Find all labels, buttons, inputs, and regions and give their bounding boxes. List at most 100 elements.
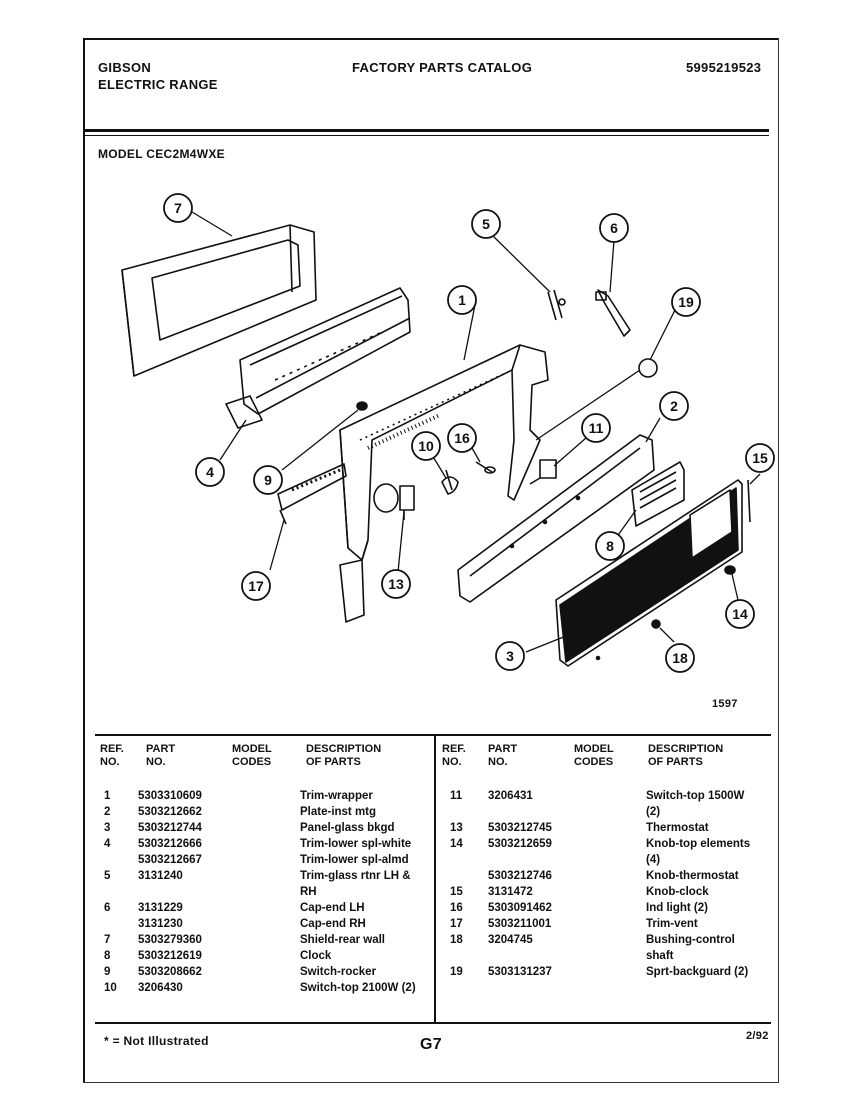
row-part-no: 5303212746 bbox=[488, 870, 552, 882]
row-ref-no: 14 bbox=[450, 838, 463, 850]
row-description: Trim-wrapper bbox=[300, 790, 373, 802]
part-10-switch-top bbox=[441, 469, 459, 495]
row-description: Switch-top 2100W (2) bbox=[300, 982, 416, 994]
row-part-no: 5303212667 bbox=[138, 854, 202, 866]
callout-18: 18 bbox=[672, 650, 688, 666]
row-ref-no: 15 bbox=[450, 886, 463, 898]
part-15-knob-clock bbox=[747, 479, 751, 523]
row-part-no: 3131472 bbox=[488, 886, 533, 898]
row-description: Cap-end RH bbox=[300, 918, 366, 930]
row-part-no: 5303212744 bbox=[138, 822, 202, 834]
header-model-codes: MODEL CODES bbox=[232, 743, 272, 768]
row-description: shaft bbox=[646, 950, 674, 962]
row-part-no: 5303310609 bbox=[138, 790, 202, 802]
row-description: Trim-lower spl-almd bbox=[300, 854, 409, 866]
row-part-no: 5303212666 bbox=[138, 838, 202, 850]
part-8-clock bbox=[631, 461, 685, 527]
row-ref-no: 7 bbox=[104, 934, 111, 946]
header-ref-no: REF. NO. bbox=[100, 743, 124, 768]
brand-name: GIBSON bbox=[98, 60, 152, 75]
callout-6: 6 bbox=[610, 220, 618, 236]
row-ref-no: 5 bbox=[104, 870, 111, 882]
row-part-no: 5303212662 bbox=[138, 806, 202, 818]
row-ref-no: 11 bbox=[450, 790, 463, 802]
callout-2: 2 bbox=[670, 398, 678, 414]
row-part-no: 5303131237 bbox=[488, 966, 552, 978]
part-6-cap-end bbox=[595, 289, 631, 337]
row-part-no: 3131240 bbox=[138, 870, 183, 882]
row-part-no: 3131230 bbox=[138, 918, 183, 930]
header-part-no: PART NO. bbox=[488, 743, 518, 768]
page-frame bbox=[83, 38, 779, 1083]
row-description: Trim-glass rtnr LH & bbox=[300, 870, 411, 882]
callout-3: 3 bbox=[506, 648, 514, 664]
row-description: Shield-rear wall bbox=[300, 934, 386, 946]
row-description: Sprt-backguard (2) bbox=[646, 966, 749, 978]
callout-circles bbox=[163, 193, 775, 673]
row-description: Cap-end LH bbox=[300, 902, 365, 914]
part-1-trim-wrapper bbox=[339, 344, 549, 623]
row-description: Trim-lower spl-white bbox=[300, 838, 412, 850]
row-ref-no: 10 bbox=[104, 982, 117, 994]
catalog-title: FACTORY PARTS CATALOG bbox=[352, 60, 533, 75]
callout-10: 10 bbox=[418, 438, 434, 454]
row-part-no: 5303208662 bbox=[138, 966, 202, 978]
callout-4: 4 bbox=[206, 464, 214, 480]
callout-11: 11 bbox=[589, 420, 604, 436]
row-ref-no: 17 bbox=[450, 918, 463, 930]
row-description: Clock bbox=[300, 950, 332, 962]
page-number: G7 bbox=[420, 1036, 442, 1053]
row-part-no: 3206431 bbox=[488, 790, 533, 802]
table-top-rule bbox=[95, 734, 771, 736]
row-description: Knob-clock bbox=[646, 886, 709, 898]
row-part-no: 3204745 bbox=[488, 934, 533, 946]
row-description: (4) bbox=[646, 854, 661, 866]
callout-9: 9 bbox=[264, 472, 272, 488]
row-description: Switch-top 1500W bbox=[646, 790, 745, 802]
row-ref-no: 16 bbox=[450, 902, 463, 914]
part-13-thermostat bbox=[373, 483, 415, 520]
part-4-trim-lower-spl bbox=[225, 287, 411, 429]
row-part-no: 5303091462 bbox=[488, 902, 552, 914]
row-description: Bushing-control bbox=[646, 934, 735, 946]
drawing-number: 1597 bbox=[712, 698, 738, 710]
row-description: Trim-vent bbox=[646, 918, 698, 930]
row-ref-no: 9 bbox=[104, 966, 111, 978]
row-description: Plate-inst mtg bbox=[300, 806, 377, 818]
header-rule-thick bbox=[85, 129, 769, 132]
frame-bottom-edge bbox=[83, 1082, 779, 1083]
frame-right-edge bbox=[778, 38, 779, 1082]
part-16-ind-light bbox=[475, 461, 496, 474]
header-part-no: PART NO. bbox=[146, 743, 176, 768]
row-ref-no: 2 bbox=[104, 806, 111, 818]
row-description: Ind light (2) bbox=[646, 902, 708, 914]
row-ref-no: 8 bbox=[104, 950, 111, 962]
row-description: RH bbox=[300, 886, 317, 898]
row-ref-no: 3 bbox=[104, 822, 111, 834]
callout-13: 13 bbox=[388, 576, 404, 592]
part-19-sprt-backguard bbox=[638, 358, 658, 378]
header-description: DESCRIPTION OF PARTS bbox=[306, 743, 382, 768]
part-18-bushing bbox=[651, 619, 661, 629]
header-description: DESCRIPTION OF PARTS bbox=[648, 743, 724, 768]
callout-8: 8 bbox=[606, 538, 614, 554]
callout-14: 14 bbox=[732, 606, 748, 622]
row-description: Knob-top elements bbox=[646, 838, 751, 850]
table-column-divider bbox=[434, 736, 436, 1022]
row-ref-no: 19 bbox=[450, 966, 463, 978]
row-description: Thermostat bbox=[646, 822, 709, 834]
row-ref-no: 13 bbox=[450, 822, 463, 834]
leader-lines bbox=[191, 211, 761, 653]
callout-labels: 7 1 5 6 19 2 11 4 9 10 16 15 8 17 13 14 … bbox=[174, 200, 768, 666]
row-part-no: 5303279360 bbox=[138, 934, 202, 946]
row-part-no: 5303212659 bbox=[488, 838, 552, 850]
row-part-no: 5303212745 bbox=[488, 822, 552, 834]
row-ref-no: 18 bbox=[450, 934, 463, 946]
row-part-no: 3206430 bbox=[138, 982, 183, 994]
row-part-no: 3131229 bbox=[138, 902, 183, 914]
row-description: Switch-rocker bbox=[300, 966, 377, 978]
callout-7: 7 bbox=[174, 200, 182, 216]
callout-19: 19 bbox=[678, 294, 694, 310]
product-name: ELECTRIC RANGE bbox=[98, 77, 218, 92]
